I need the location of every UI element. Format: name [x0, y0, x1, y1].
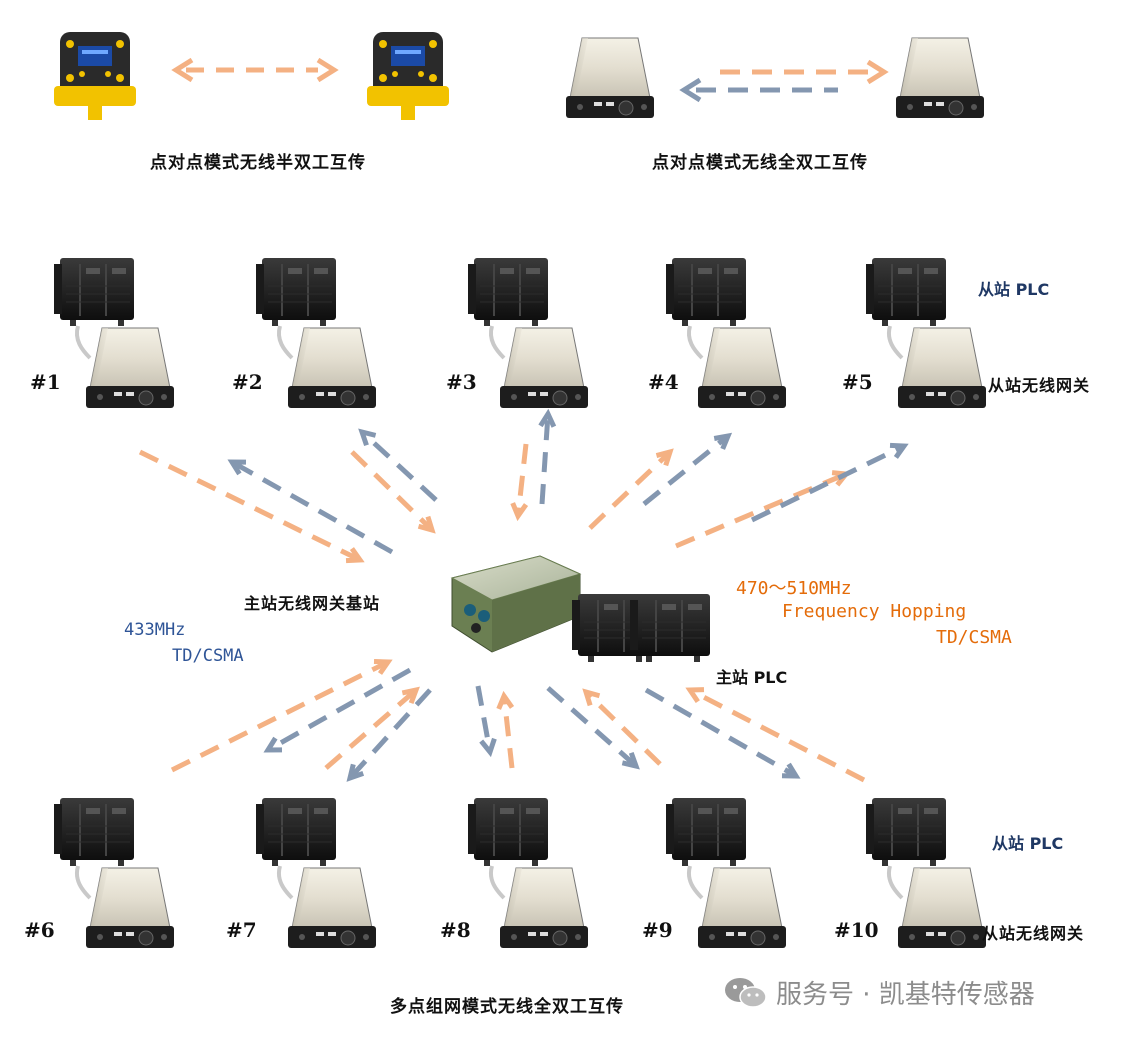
caption-multipoint: 多点组网模式无线全双工互传 [390, 997, 624, 1017]
node-label-7: #7 [226, 918, 257, 942]
slave-unit-3 [468, 258, 588, 408]
master-gateway-device [450, 555, 582, 653]
radial-arrowhead-11 [373, 658, 393, 675]
node-label-3: #3 [446, 370, 477, 394]
node-label-6: #6 [24, 918, 55, 942]
slave-unit-6 [54, 798, 174, 948]
label-slave-plc-bottom: 从站 PLC [992, 834, 1064, 853]
radial-arrow-8 [642, 434, 730, 506]
node-label-9: #9 [642, 918, 673, 942]
label-freq-433: 433MHz [124, 620, 186, 640]
radial-arrow-15 [475, 685, 493, 753]
caption-half-duplex: 点对点模式无线半双工互传 [150, 153, 366, 173]
radial-arrowhead-16 [496, 690, 515, 710]
label-slave-gateway-top: 从站无线网关 [988, 376, 1091, 395]
full-duplex-arrowhead-blue [679, 77, 702, 103]
radial-arrow-5 [515, 443, 529, 517]
full-duplex-arrowhead-orange [866, 59, 889, 85]
radial-arrow-11 [170, 659, 390, 773]
radial-arrowhead-12 [263, 736, 283, 753]
radial-arrow-6 [539, 413, 551, 505]
radial-arrowhead-15 [479, 737, 497, 758]
label-proto-470: TD/CSMA [936, 627, 1012, 648]
half-duplex-device-right [367, 32, 449, 120]
radial-arrowhead-4 [358, 428, 377, 447]
label-slave-plc-top: 从站 PLC [978, 280, 1050, 299]
radial-arrow-7 [588, 450, 672, 530]
slave-unit-7 [256, 798, 376, 948]
radial-arrow-10 [750, 443, 906, 523]
radial-arrow-4 [360, 430, 438, 502]
radial-arrowhead-17 [621, 751, 640, 770]
radial-arrow-18 [584, 690, 662, 766]
node-label-4: #4 [648, 370, 679, 394]
radial-arrowhead-1 [345, 547, 365, 564]
label-slave-gateway-bottom: 从站无线网关 [982, 924, 1085, 943]
watermark-text: 服务号 · 凯基特传感器 [776, 980, 1035, 1010]
master-plc-device [571, 593, 711, 663]
radial-arrowhead-13 [401, 686, 420, 704]
slave-unit-1 [54, 258, 174, 408]
label-master-plc: 主站 PLC [716, 668, 788, 687]
radial-arrowhead-20 [685, 687, 705, 704]
full-duplex-device-left [565, 37, 655, 119]
label-freq-470: 470～510MHz [736, 578, 852, 599]
radial-arrowhead-7 [655, 448, 674, 467]
half-duplex-arrowhead-right [316, 57, 339, 83]
slave-unit-10 [866, 798, 986, 948]
radial-arrowhead-2 [227, 459, 247, 476]
label-hopping: Frequency Hopping [782, 601, 967, 622]
radial-arrow-20 [688, 687, 866, 783]
radial-arrow-17 [546, 686, 638, 768]
radial-arrowhead-8 [713, 432, 733, 450]
full-duplex-device-right [895, 37, 985, 119]
radial-arrow-19 [644, 687, 798, 779]
radial-arrow-12 [266, 667, 412, 753]
node-label-10: #10 [834, 918, 879, 942]
radial-arrow-14 [348, 688, 432, 780]
slave-unit-9 [666, 798, 786, 948]
slave-unit-8 [468, 798, 588, 948]
half-duplex-device-left [54, 32, 136, 120]
radial-arrow-13 [324, 688, 418, 770]
radial-arrow-1 [138, 449, 362, 563]
radial-arrowhead-18 [582, 688, 601, 707]
label-master-gateway: 主站无线网关基站 [244, 594, 381, 613]
node-label-8: #8 [440, 918, 471, 942]
radial-arrowhead-19 [781, 762, 801, 779]
node-label-1: #1 [30, 370, 61, 394]
radial-arrowhead-14 [346, 763, 365, 782]
node-label-2: #2 [232, 370, 263, 394]
radial-arrowhead-3 [417, 515, 436, 534]
radial-arrow-16 [501, 695, 515, 769]
radial-arrowhead-10 [889, 442, 909, 459]
node-label-5: #5 [842, 370, 873, 394]
radial-arrow-3 [350, 450, 434, 532]
caption-full-duplex: 点对点模式无线全双工互传 [652, 153, 868, 173]
label-proto-433: TD/CSMA [172, 646, 244, 666]
half-duplex-arrowhead-left [171, 57, 194, 83]
slave-unit-4 [666, 258, 786, 408]
radial-arrowhead-6 [538, 408, 557, 428]
slave-unit-5 [866, 258, 986, 408]
slave-unit-2 [256, 258, 376, 408]
radial-arrows [138, 408, 909, 783]
radial-arrowhead-5 [510, 502, 529, 522]
wechat-icon [725, 978, 767, 1008]
